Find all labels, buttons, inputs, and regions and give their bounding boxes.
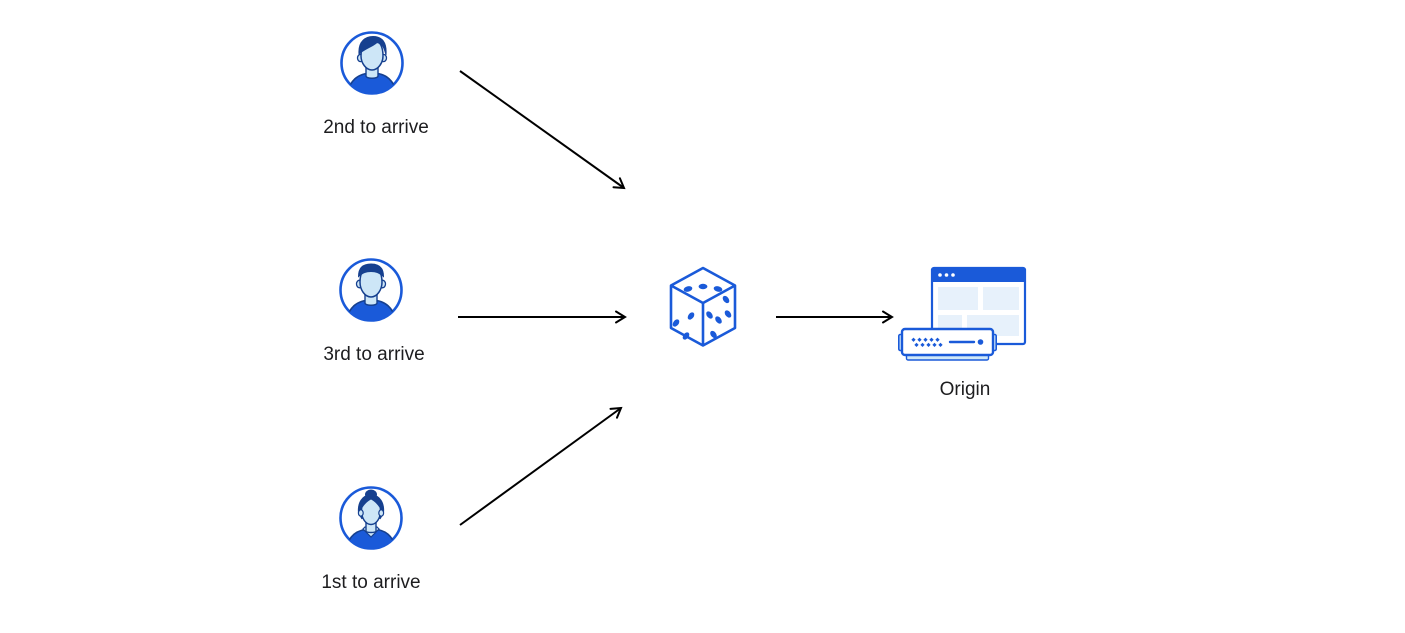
client-2nd-node: 2nd to arrive bbox=[323, 30, 429, 137]
browser-window-icon bbox=[930, 266, 1027, 346]
client-label: 1st to arrive bbox=[321, 572, 421, 593]
arrow-2nd-to-dice bbox=[459, 70, 626, 190]
origin-label: Origin bbox=[939, 379, 991, 400]
client-1st-node: 1st to arrive bbox=[321, 485, 421, 592]
client-3rd-node: 3rd to arrive bbox=[323, 257, 425, 364]
client-label: 2nd to arrive bbox=[323, 117, 429, 138]
origin-node: Origin bbox=[898, 262, 1030, 399]
arrow-1st-to-dice bbox=[459, 406, 623, 526]
random-steering-node bbox=[665, 264, 741, 350]
client-label: 3rd to arrive bbox=[323, 344, 425, 365]
dice-icon bbox=[669, 266, 737, 347]
origin-icon bbox=[898, 266, 1027, 361]
man-flat-top-avatar-icon bbox=[339, 258, 403, 322]
woman-bun-avatar-icon bbox=[339, 486, 403, 550]
man-side-part-avatar-icon bbox=[340, 31, 404, 95]
server-icon bbox=[898, 327, 997, 361]
